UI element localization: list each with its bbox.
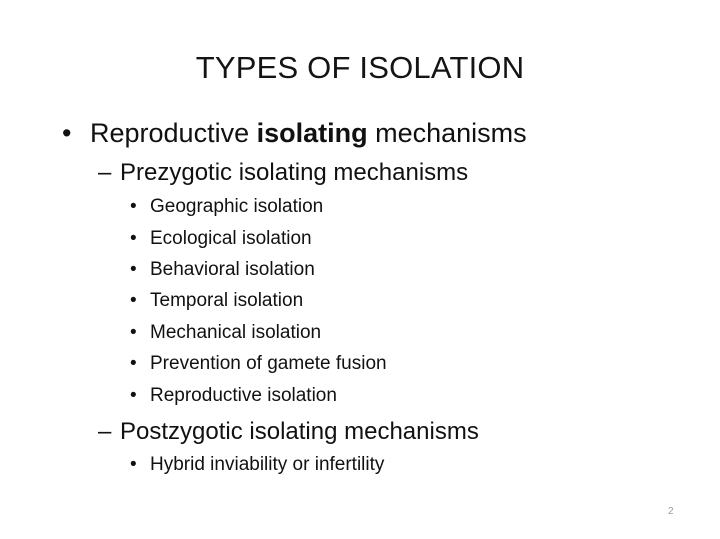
list-item-gamete-fusion: • Prevention of gamete fusion (130, 351, 387, 377)
bullet-icon: • (130, 322, 137, 343)
bullet-icon: • (130, 228, 137, 249)
level2-prezygotic-heading: –Prezygotic isolating mechanisms (98, 157, 468, 189)
level1-bullet-reproductive-isolating-mechanisms: • Reproductive isolating mechanisms (62, 115, 527, 151)
text: Behavioral isolation (150, 259, 315, 280)
text: Mechanical isolation (150, 322, 322, 343)
list-item-temporal: • Temporal isolation (130, 288, 303, 314)
bold-text: isolating (256, 118, 368, 148)
page-number: 2 (668, 506, 674, 517)
list-item-ecological: • Ecological isolation (130, 226, 312, 252)
text: Temporal isolation (150, 290, 304, 311)
bullet-icon: • (130, 290, 137, 311)
bullet-icon: • (130, 259, 137, 280)
dash-icon: – (98, 418, 112, 445)
list-item-geographic: • Geographic isolation (130, 194, 323, 220)
dash-icon: – (98, 159, 112, 186)
bullet-icon: • (130, 196, 137, 217)
bullet-icon: • (130, 454, 137, 475)
text: Reproductive isolation (150, 385, 337, 406)
text: Postzygotic isolating mechanisms (120, 418, 479, 445)
list-item-reproductive: • Reproductive isolation (130, 383, 337, 409)
bullet-icon: • (62, 118, 72, 148)
text: Ecological isolation (150, 228, 312, 249)
list-item-mechanical: • Mechanical isolation (130, 320, 321, 346)
list-item-hybrid: • Hybrid inviability or infertility (130, 452, 384, 478)
level2-postzygotic-heading: –Postzygotic isolating mechanisms (98, 416, 479, 448)
bullet-icon: • (130, 385, 137, 406)
bullet-icon: • (130, 353, 137, 374)
text: mechanisms (367, 118, 527, 148)
text: Hybrid inviability or infertility (150, 454, 385, 475)
text: Prevention of gamete fusion (150, 353, 387, 374)
slide-title: TYPES OF ISOLATION (195, 50, 525, 85)
text: Prezygotic isolating mechanisms (120, 159, 469, 186)
text: Reproductive (90, 118, 257, 148)
list-item-behavioral: • Behavioral isolation (130, 257, 315, 283)
text: Geographic isolation (150, 196, 324, 217)
